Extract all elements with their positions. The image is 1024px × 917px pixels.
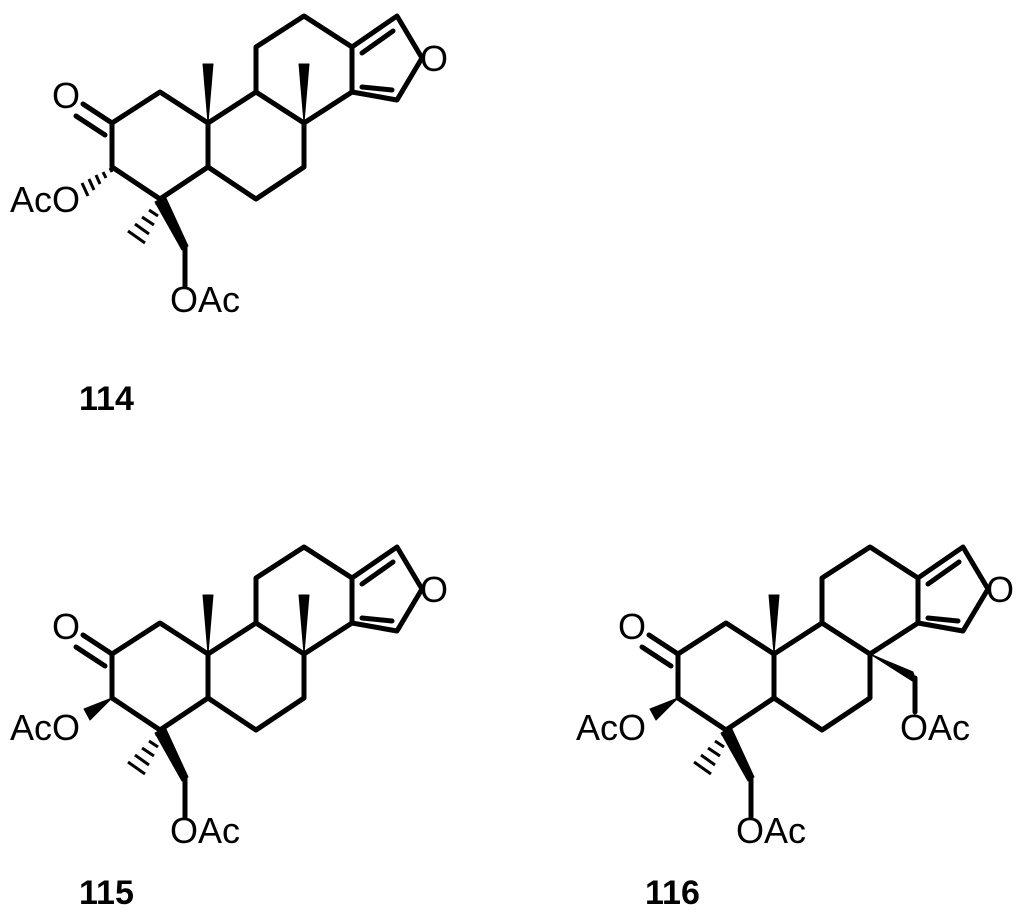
hashed-bonds bbox=[80, 167, 163, 245]
hashed-bonds bbox=[127, 732, 163, 776]
angular-methyl-wedges bbox=[649, 594, 918, 782]
ring-acetoxy-label: AcO bbox=[10, 179, 80, 220]
hashed-bonds bbox=[693, 732, 729, 776]
compound-number-114: 114 bbox=[79, 380, 134, 418]
compound-114: O AcO OAc O 114 bbox=[10, 13, 448, 418]
skeleton-bonds bbox=[73, 544, 425, 820]
ring-acetoxy-label: AcO bbox=[10, 707, 80, 748]
angular-methyl-wedges bbox=[83, 594, 310, 782]
compound-115: O AcO OAc O 115 bbox=[10, 544, 448, 912]
furan-o-label: O bbox=[986, 569, 1014, 610]
furan-o-label: O bbox=[420, 38, 448, 79]
ring-acetoxy-label: AcO bbox=[576, 707, 646, 748]
angular-acetoxy-label: OAc bbox=[900, 707, 970, 748]
side-acetoxy-label: OAc bbox=[170, 810, 240, 851]
skeleton-bonds bbox=[73, 13, 425, 289]
compound-116: O AcO OAc O OAc 116 bbox=[576, 544, 1014, 912]
angular-methyl-wedges bbox=[154, 63, 310, 251]
side-acetoxy-label: OAc bbox=[170, 279, 240, 320]
carbonyl-o-label: O bbox=[52, 75, 80, 116]
compound-number-116: 116 bbox=[645, 874, 700, 912]
compound-number-115: 115 bbox=[79, 874, 134, 912]
carbonyl-o-label: O bbox=[52, 606, 80, 647]
furan-o-label: O bbox=[420, 569, 448, 610]
carbonyl-o-label: O bbox=[618, 606, 646, 647]
side-acetoxy-label: OAc bbox=[736, 810, 806, 851]
skeleton-bonds bbox=[639, 544, 991, 820]
